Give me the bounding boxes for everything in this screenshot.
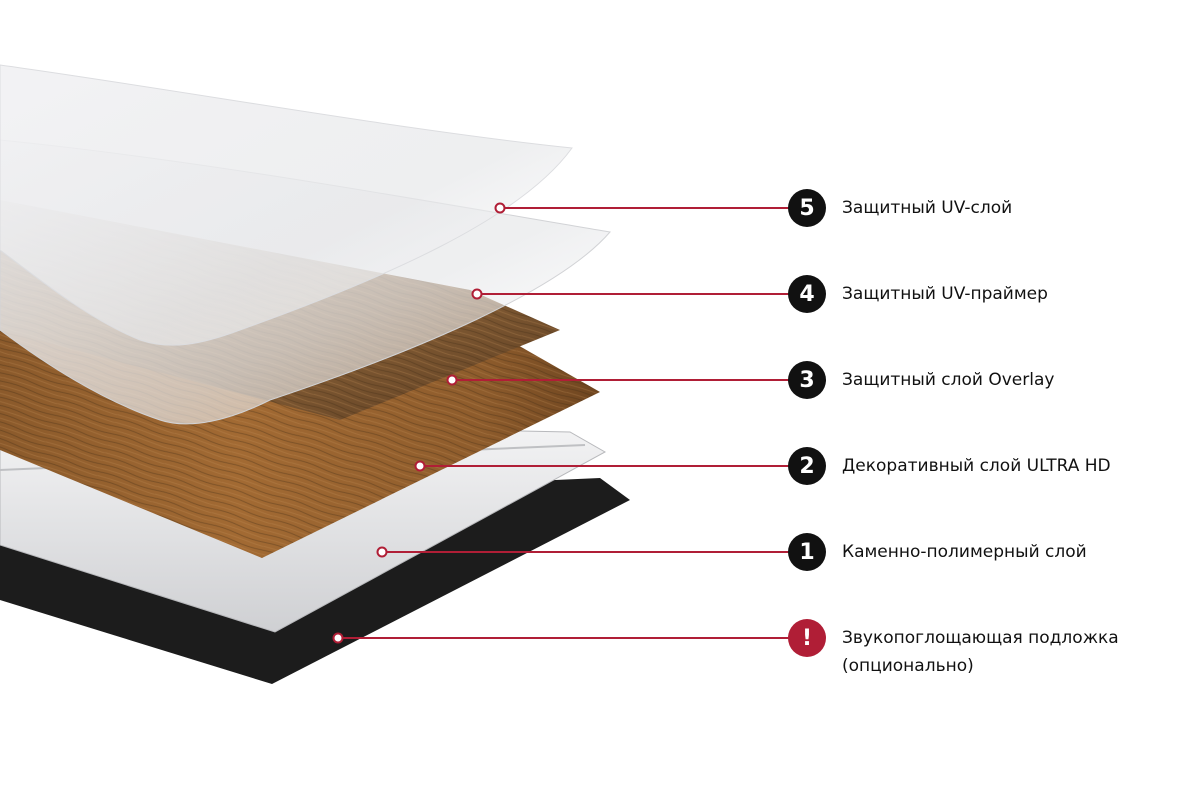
warning-icon: ! bbox=[788, 619, 826, 657]
layer-badge: 2 bbox=[788, 447, 826, 485]
layer-label-underlay: ! Звукопоглощающая подложка (опционально… bbox=[788, 619, 1119, 680]
layer-label-5: 5 Защитный UV-слой bbox=[788, 189, 1012, 227]
layer-label-1: 1 Каменно-полимерный слой bbox=[788, 533, 1087, 571]
layer-label-text: Защитный слой Overlay bbox=[842, 361, 1054, 394]
layer-label-text: Защитный UV-слой bbox=[842, 189, 1012, 222]
layer-badge: 5 bbox=[788, 189, 826, 227]
layer-label-text: Звукопоглощающая подложка (опционально) bbox=[842, 619, 1119, 680]
layer-label-2: 2 Декоративный слой ULTRA HD bbox=[788, 447, 1111, 485]
layer-badge: 4 bbox=[788, 275, 826, 313]
layer-label-3: 3 Защитный слой Overlay bbox=[788, 361, 1054, 399]
layer-label-text: Декоративный слой ULTRA HD bbox=[842, 447, 1111, 480]
layer-label-text: Защитный UV-праймер bbox=[842, 275, 1048, 308]
layer-label-4: 4 Защитный UV-праймер bbox=[788, 275, 1048, 313]
layer-badge: 1 bbox=[788, 533, 826, 571]
layer-label-text: Каменно-полимерный слой bbox=[842, 533, 1087, 566]
layer-badge: 3 bbox=[788, 361, 826, 399]
